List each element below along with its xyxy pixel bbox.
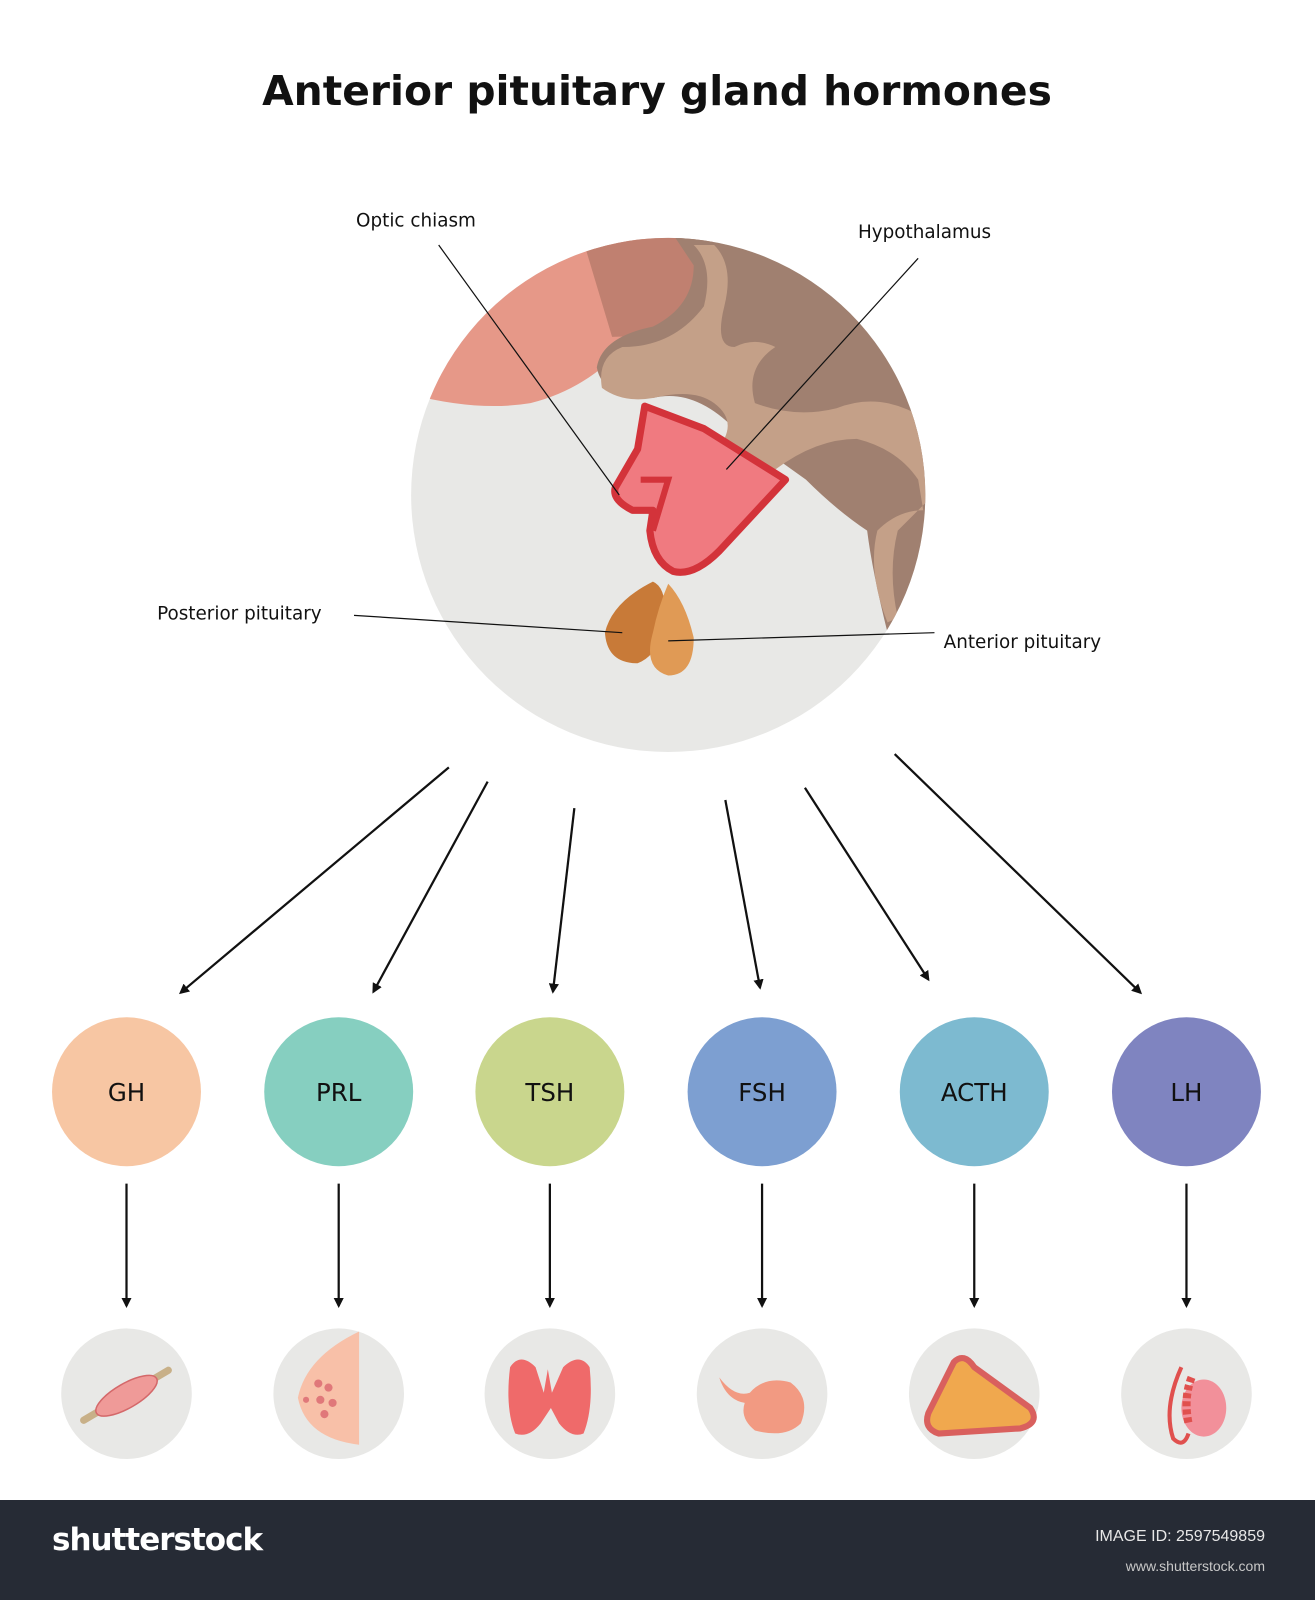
- brain-cross-section: [411, 237, 926, 753]
- image-id: IMAGE ID: 2597549859: [1095, 1528, 1265, 1545]
- hormone-circle: [899, 1017, 1049, 1167]
- target-organs: [61, 1328, 1252, 1460]
- label-posterior-pituitary: Posterior pituitary: [157, 603, 322, 624]
- arrow-to-lh: [893, 753, 1143, 995]
- label-optic-chiasm: Optic chiasm: [356, 211, 476, 232]
- arrow-to-fsh: [724, 799, 764, 990]
- hormone-circle: [475, 1017, 625, 1167]
- hormone-fsh: FSH: [687, 1017, 837, 1309]
- arrow-to-prl: [372, 781, 489, 994]
- page-title: Anterior pituitary gland hormones: [262, 67, 1052, 115]
- pituitary-diagram: Anterior pituitary gland hormones Optic …: [52, 67, 1261, 1460]
- shutterstock-logo[interactable]: shutterstock: [52, 1522, 263, 1558]
- anterior-pituitary-shape: [649, 583, 694, 676]
- hormone-label: FSH: [738, 1078, 786, 1107]
- hormone-label: LH: [1170, 1078, 1202, 1107]
- hormone-arrows: [179, 753, 1143, 995]
- hormone-label: TSH: [524, 1078, 574, 1107]
- hormone-circle: [264, 1017, 414, 1167]
- hormone-circle: [687, 1017, 837, 1167]
- arrow-to-gh: [179, 766, 450, 995]
- hormone-gh: GH: [52, 1017, 201, 1309]
- hormone-acth: ACTH: [899, 1017, 1049, 1309]
- hormone-lh: LH: [1111, 1017, 1261, 1309]
- hormone-label: ACTH: [941, 1078, 1008, 1107]
- site-url[interactable]: www.shutterstock.com: [1125, 1558, 1265, 1574]
- hormone-circle: [52, 1017, 201, 1167]
- arrow-to-acth: [803, 787, 930, 982]
- hormone-label: PRL: [316, 1078, 362, 1107]
- hormone-label: GH: [108, 1078, 145, 1107]
- footer-bar: shutterstock IMAGE ID: 2597549859 www.sh…: [0, 1500, 1315, 1600]
- hormone-tsh: TSH: [475, 1017, 625, 1309]
- label-anterior-pituitary: Anterior pituitary: [944, 632, 1102, 653]
- hormone-circle: [1111, 1017, 1261, 1167]
- posterior-pituitary-shape: [604, 581, 666, 664]
- arrow-to-tsh: [548, 808, 576, 994]
- hypothalamus-shape: [611, 402, 790, 576]
- hormone-prl: PRL: [264, 1017, 414, 1309]
- label-hypothalamus: Hypothalamus: [858, 222, 991, 243]
